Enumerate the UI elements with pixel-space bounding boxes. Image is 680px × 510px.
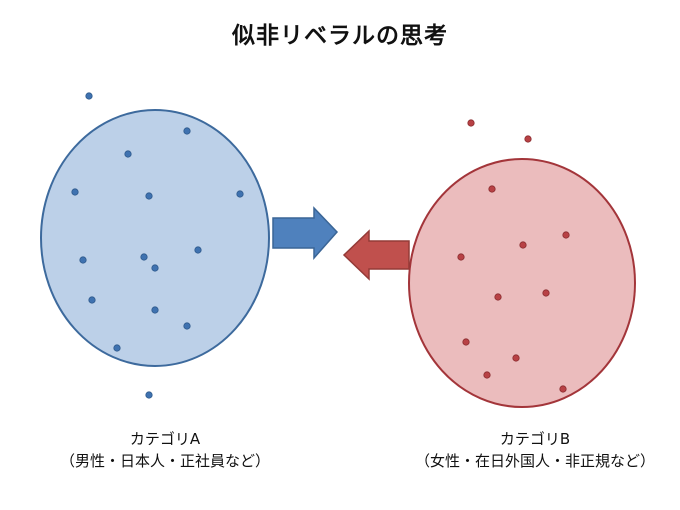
category-a-label: カテゴリA （男性・日本人・正社員など） [20, 428, 310, 472]
scatter-dot [124, 150, 132, 158]
arrow-a-to-center [272, 206, 339, 260]
scatter-dot [512, 354, 520, 362]
scatter-dot [559, 385, 567, 393]
scatter-dot [519, 241, 527, 249]
scatter-dot [183, 127, 191, 135]
category-b-members: （女性・在日外国人・非正規など） [414, 452, 655, 470]
scatter-dot [524, 135, 532, 143]
scatter-dot [145, 192, 153, 200]
scatter-dot [183, 322, 191, 330]
category-b-dots [457, 119, 570, 393]
scatter-dot [71, 188, 79, 196]
scatter-dot [113, 344, 121, 352]
scatter-dot [467, 119, 475, 127]
scatter-dot [542, 289, 550, 297]
scatter-dot [88, 296, 96, 304]
scatter-dot [151, 264, 159, 272]
category-b-name: カテゴリB [499, 430, 571, 448]
scatter-dot [85, 92, 93, 100]
scatter-dot [140, 253, 148, 261]
scatter-dot [488, 185, 496, 193]
scatter-dot [151, 306, 159, 314]
scatter-dot [483, 371, 491, 379]
category-b-label: カテゴリB （女性・在日外国人・非正規など） [385, 428, 680, 472]
category-a-ellipse [40, 109, 270, 367]
category-a-members: （男性・日本人・正社員など） [59, 452, 270, 470]
scatter-dot [462, 338, 470, 346]
category-a-dots [71, 92, 244, 399]
category-a-name: カテゴリA [129, 430, 201, 448]
scatter-dot [236, 190, 244, 198]
scatter-dot [494, 293, 502, 301]
scatter-dot [79, 256, 87, 264]
arrow-b-to-center [342, 229, 410, 281]
scatter-dot [562, 231, 570, 239]
diagram-title: 似非リベラルの思考 [232, 23, 448, 49]
scatter-dot [194, 246, 202, 254]
category-b-ellipse [408, 158, 636, 408]
scatter-dot [457, 253, 465, 261]
scatter-dot [145, 391, 153, 399]
